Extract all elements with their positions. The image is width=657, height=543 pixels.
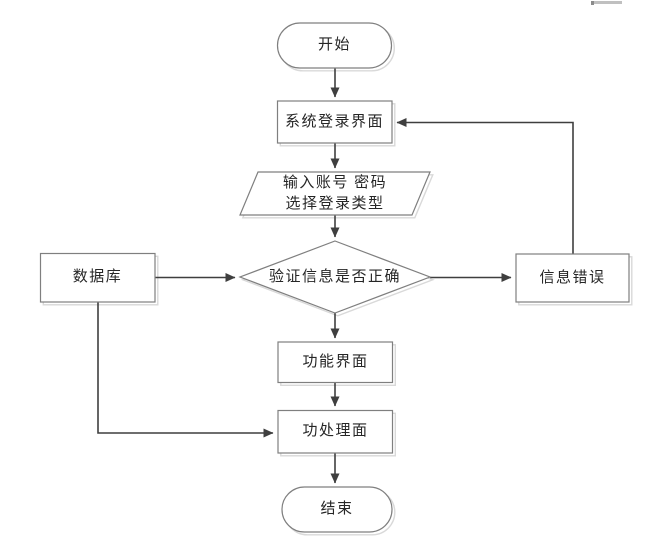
edge-error-login bbox=[396, 118, 574, 254]
process-process-shape bbox=[277, 409, 394, 454]
input-parallelogram-shape bbox=[239, 171, 431, 216]
top-right-artifact-bar bbox=[591, 1, 622, 5]
end-terminator-shape bbox=[281, 486, 393, 533]
function-process-shape bbox=[277, 341, 394, 384]
edge-database-process bbox=[97, 302, 274, 438]
start-terminator-shape bbox=[276, 22, 393, 69]
connectors bbox=[97, 68, 574, 484]
database-process-shape bbox=[39, 252, 156, 303]
login-process-shape bbox=[276, 100, 393, 144]
error-process-shape bbox=[515, 253, 630, 303]
top-right-artifact-cap bbox=[591, 1, 594, 5]
verify-decision-shape bbox=[238, 240, 432, 314]
